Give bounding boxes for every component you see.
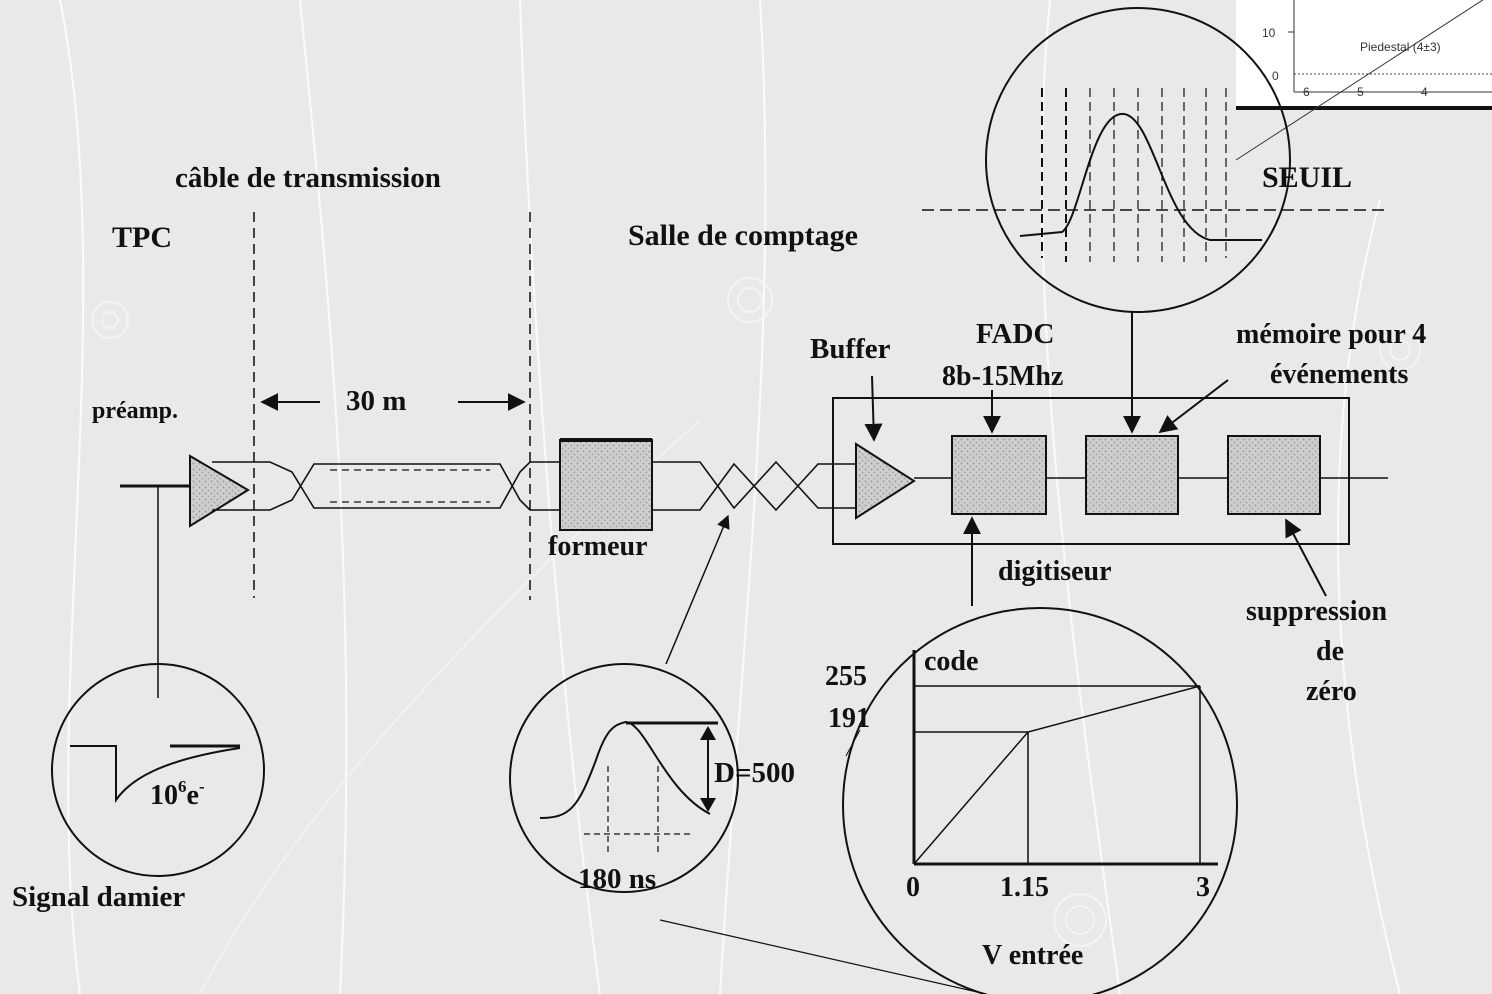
label-memoire-2: événements bbox=[1270, 359, 1409, 390]
label-signal-damier: Signal damier bbox=[12, 881, 185, 913]
transmission-cable bbox=[212, 462, 560, 510]
label-d-value: D=500 bbox=[714, 757, 795, 789]
shaped-pulse-inset bbox=[510, 516, 738, 892]
label-cable: câble de transmission bbox=[175, 162, 441, 194]
label-buffer: Buffer bbox=[810, 333, 891, 365]
label-v-0: 0 bbox=[906, 872, 920, 903]
label-v-3: 3 bbox=[1196, 872, 1210, 903]
label-v-entree: V entrée bbox=[982, 940, 1083, 971]
inset-x-tick: −6 bbox=[1296, 85, 1310, 99]
label-fadc: FADC bbox=[976, 318, 1054, 350]
background-spirals bbox=[92, 278, 1420, 946]
label-code: code bbox=[924, 646, 978, 677]
label-salle: Salle de comptage bbox=[628, 219, 858, 252]
inset-y-tick: 10 bbox=[1262, 26, 1276, 40]
cable-dashed-section bbox=[330, 470, 490, 502]
label-width: 180 ns bbox=[578, 863, 656, 895]
label-digitiseur: digitiseur bbox=[998, 556, 1112, 587]
fadc-box bbox=[952, 436, 1046, 514]
buffer-triangle bbox=[856, 444, 914, 518]
label-formeur: formeur bbox=[548, 531, 648, 562]
inset-chart: 10 0 Piedestal (4±3) −6 −5 −4 − bbox=[1236, 0, 1492, 160]
formeur-box bbox=[560, 440, 652, 530]
label-code-191: 191 bbox=[828, 703, 870, 734]
background-tracks bbox=[60, 0, 1400, 994]
preamp-triangle bbox=[190, 456, 248, 526]
label-fadc-spec: 8b-15Mhz bbox=[942, 361, 1063, 392]
label-charge: 106e- bbox=[150, 777, 205, 811]
label-suppression-1: suppression bbox=[1246, 596, 1388, 627]
inset-y-zero: 0 bbox=[1272, 69, 1279, 83]
label-length: 30 m bbox=[346, 385, 406, 417]
inset-piedestal: Piedestal (4±3) bbox=[1360, 40, 1441, 54]
label-suppression-3: zéro bbox=[1306, 676, 1357, 707]
inset-x-tick: − bbox=[1482, 85, 1489, 99]
memory-box bbox=[1086, 436, 1178, 514]
label-preamp: préamp. bbox=[92, 398, 178, 424]
label-v-115: 1.15 bbox=[1000, 872, 1049, 903]
inset-x-tick: −4 bbox=[1414, 85, 1428, 99]
label-code-255: 255 bbox=[825, 661, 867, 692]
label-memoire-1: mémoire pour 4 bbox=[1236, 319, 1426, 350]
label-seuil: SEUIL bbox=[1262, 161, 1352, 194]
label-suppression-2: de bbox=[1316, 636, 1344, 667]
label-tpc: TPC bbox=[112, 221, 172, 254]
inset-x-tick: −5 bbox=[1350, 85, 1364, 99]
zero-suppression-box bbox=[1228, 436, 1320, 514]
